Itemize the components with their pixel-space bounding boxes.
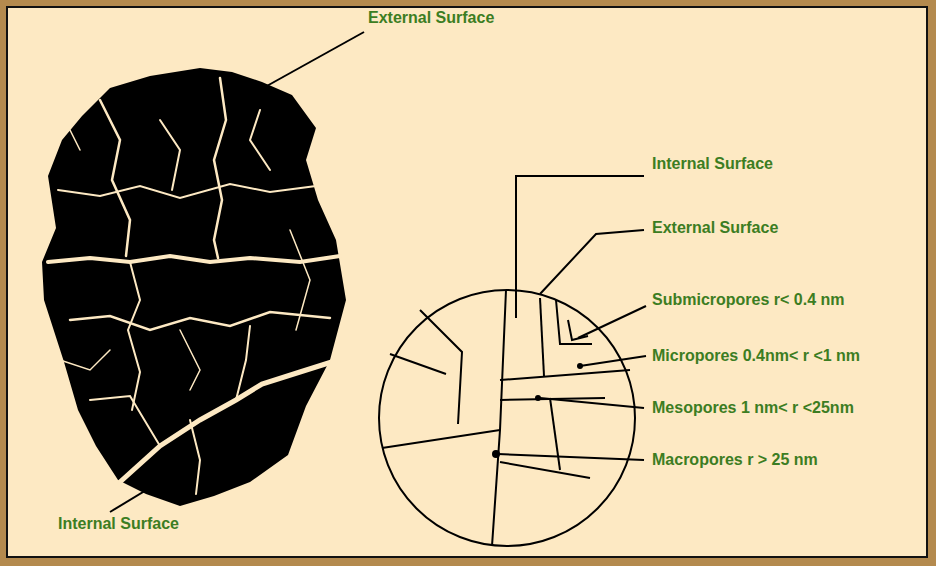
label: Macropores r > 25 nm: [652, 450, 818, 469]
label: Internal Surface: [652, 154, 773, 173]
label: External Surface: [652, 218, 778, 237]
label: Submicropores r< 0.4 nm: [652, 290, 845, 309]
label: Mesopores 1 nm< r <25nm: [652, 398, 854, 417]
label: External Surface: [368, 8, 494, 27]
label: Micropores 0.4nm< r <1 nm: [652, 346, 860, 365]
label: Internal Surface: [58, 514, 179, 533]
